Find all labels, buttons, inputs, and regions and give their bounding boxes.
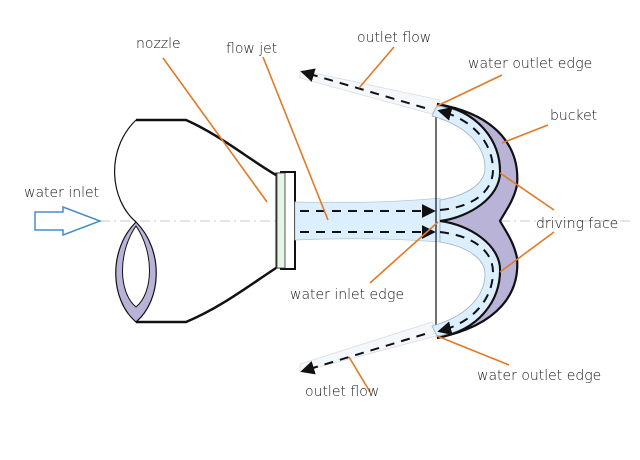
leader-driving-face-lower [499, 231, 555, 273]
label-driving-face: driving face [536, 216, 618, 232]
label-outlet-flow-bottom: outlet flow [305, 384, 379, 400]
leader-driving-face-upper [499, 172, 555, 211]
leader-water-inlet-edge [369, 221, 439, 284]
outlet-flow-top-stream [299, 69, 441, 115]
label-water-inlet-edge: water inlet edge [290, 287, 404, 303]
label-water-inlet: water inlet [24, 185, 99, 201]
label-water-outlet-edge-bottom: water outlet edge [477, 368, 601, 384]
label-nozzle: nozzle [136, 36, 181, 52]
label-flow-jet: flow jet [226, 41, 277, 57]
leader-bucket [501, 124, 549, 144]
flow-jet-stream [294, 197, 441, 243]
leader-outlet-flow-bottom [348, 356, 371, 393]
water-inlet-arrow-icon [34, 205, 103, 237]
label-water-outlet-edge-top: water outlet edge [468, 56, 592, 72]
leader-lines [162, 46, 555, 393]
leader-water-outlet-edge-bottom [436, 335, 510, 366]
label-bucket: bucket [550, 108, 597, 124]
label-outlet-flow-top: outlet flow [357, 30, 431, 46]
flow-path-arrows [300, 68, 495, 375]
leader-flow-jet [262, 56, 329, 221]
leader-water-outlet-edge-top [436, 74, 503, 107]
outlet-flow-bottom-stream [299, 321, 441, 373]
leader-nozzle [162, 57, 268, 203]
nozzle [114, 118, 296, 324]
bucket [431, 102, 519, 340]
leader-outlet-flow-top [358, 46, 395, 89]
